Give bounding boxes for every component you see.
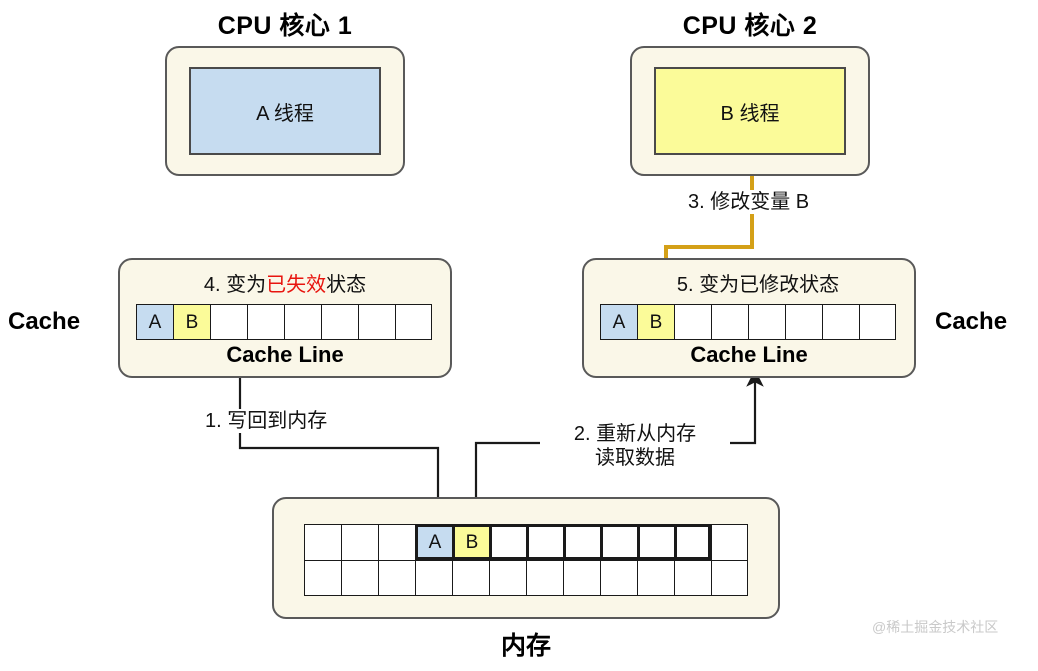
- cache-cell-7: [859, 304, 896, 340]
- step-1-label: 1. 写回到内存: [205, 409, 328, 434]
- step-2-label: 2. 重新从内存 读取数据: [540, 422, 730, 471]
- memory-cell-1-5: [489, 560, 526, 596]
- left-cache-heading: 4. 变为已失效状态: [118, 268, 452, 297]
- cache-cell-0: A: [600, 304, 637, 340]
- cache-cell-6: [358, 304, 395, 340]
- memory-cell-0-5: [489, 524, 526, 560]
- cache-label-right: Cache: [935, 308, 1008, 335]
- memory-cell-1-4: [452, 560, 489, 596]
- cache-cell-0: A: [136, 304, 173, 340]
- memory-title: 内存: [500, 632, 551, 660]
- cache-cell-5: [785, 304, 822, 340]
- memory-cell-1-7: [563, 560, 600, 596]
- step-2-label-line2: 读取数据: [595, 447, 675, 470]
- memory-cell-0-4: B: [452, 524, 489, 560]
- right-cache-line-label: Cache Line: [690, 342, 808, 367]
- memory-cell-1-10: [674, 560, 711, 596]
- thread-b-box: B 线程: [654, 67, 846, 155]
- step-3-label: 3. 修改变量 B: [688, 190, 810, 215]
- right-cache-heading: 5. 变为已修改状态: [676, 274, 840, 296]
- memory-cell-0-11: [711, 524, 748, 560]
- cache-cell-5: [321, 304, 358, 340]
- memory-cell-0-1: [341, 524, 378, 560]
- cpu-core-1-title: CPU 核心 1: [217, 12, 353, 40]
- left-cache-heading-suffix: 状态: [326, 274, 367, 296]
- memory-cell-1-6: [526, 560, 563, 596]
- memory-cell-1-2: [378, 560, 415, 596]
- cache-cell-2: [674, 304, 711, 340]
- cache-cell-2: [210, 304, 247, 340]
- watermark: @稀土掘金技术社区: [872, 619, 999, 635]
- memory-row-1: [304, 560, 748, 596]
- memory-cell-0-8: [600, 524, 637, 560]
- cache-cell-1: B: [173, 304, 210, 340]
- memory-cell-1-0: [304, 560, 341, 596]
- left-cache-line-label: Cache Line: [226, 342, 344, 367]
- thread-a-box: A 线程: [189, 67, 381, 155]
- cache-cell-7: [395, 304, 432, 340]
- memory-cell-0-0: [304, 524, 341, 560]
- cache-cell-1: B: [637, 304, 674, 340]
- cache-cell-4: [284, 304, 321, 340]
- memory-cell-0-3: A: [415, 524, 452, 560]
- memory-cell-0-7: [563, 524, 600, 560]
- memory-cell-0-10: [674, 524, 711, 560]
- memory-cell-1-1: [341, 560, 378, 596]
- memory-cell-0-9: [637, 524, 674, 560]
- step-2-label-line1: 2. 重新从内存: [573, 423, 697, 445]
- memory-cell-1-8: [600, 560, 637, 596]
- thread-b-label: B 线程: [720, 102, 780, 125]
- cache-cell-6: [822, 304, 859, 340]
- memory-cell-1-9: [637, 560, 674, 596]
- cache-cell-3: [247, 304, 284, 340]
- thread-a-label: A 线程: [256, 102, 314, 125]
- left-cache-heading-highlight: 已失效: [266, 274, 327, 296]
- cpu-core-2-title: CPU 核心 2: [682, 12, 818, 40]
- memory-cell-0-2: [378, 524, 415, 560]
- memory-cell-1-11: [711, 560, 748, 596]
- cache-cell-4: [748, 304, 785, 340]
- memory-cell-1-3: [415, 560, 452, 596]
- cache-cell-3: [711, 304, 748, 340]
- memory-cell-0-6: [526, 524, 563, 560]
- left-cache-heading-prefix: 4. 变为: [203, 274, 267, 296]
- cache-label-left: Cache: [8, 308, 81, 335]
